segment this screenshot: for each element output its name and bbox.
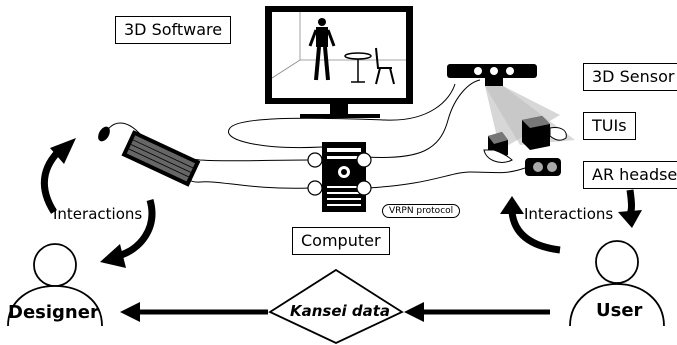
sensor-label: 3D Sensor — [583, 63, 677, 91]
designer-label: Designer — [8, 302, 99, 323]
port-circle — [356, 152, 372, 168]
arrowhead — [404, 302, 424, 322]
arrowhead — [120, 302, 140, 322]
vrpn-label: VRPN protocol — [382, 204, 461, 218]
ar-headset-label: AR headset — [583, 161, 677, 189]
interaction-arrow-down-left — [116, 199, 156, 260]
interactions-left-label: Interactions — [53, 205, 143, 223]
user-figure-icon — [569, 240, 665, 327]
designer-figure-icon — [7, 243, 103, 327]
keyboard-cable-2 — [179, 169, 311, 189]
headset-cable — [365, 167, 526, 189]
tui-cubes-icon — [483, 116, 567, 163]
ar-headset-icon — [525, 158, 561, 176]
user-label: User — [596, 300, 643, 321]
interactions-right-label: Interactions — [524, 205, 614, 223]
kansei-diamond — [268, 268, 404, 344]
kansei-label: Kansei data — [290, 302, 391, 320]
tuis-label: TUIs — [583, 112, 636, 140]
port-circle — [307, 180, 323, 196]
port-circle — [307, 152, 323, 168]
monitor-cable — [227, 83, 456, 149]
mouse-icon — [98, 126, 110, 142]
arrowhead — [100, 244, 126, 268]
interaction-arrow-down-right — [626, 189, 635, 216]
keyboard-icon — [121, 130, 201, 187]
port-circle — [356, 180, 372, 196]
software-label: 3D Software — [115, 16, 232, 44]
interaction-arrow-up-right — [508, 211, 561, 254]
monitor-icon — [265, 6, 413, 118]
computer-tower-icon — [322, 142, 366, 212]
sensor-cable — [365, 79, 481, 158]
arrowhead — [500, 196, 524, 214]
computer-label: Computer — [292, 227, 390, 255]
arrowhead — [618, 210, 642, 228]
arrowhead — [50, 138, 76, 164]
